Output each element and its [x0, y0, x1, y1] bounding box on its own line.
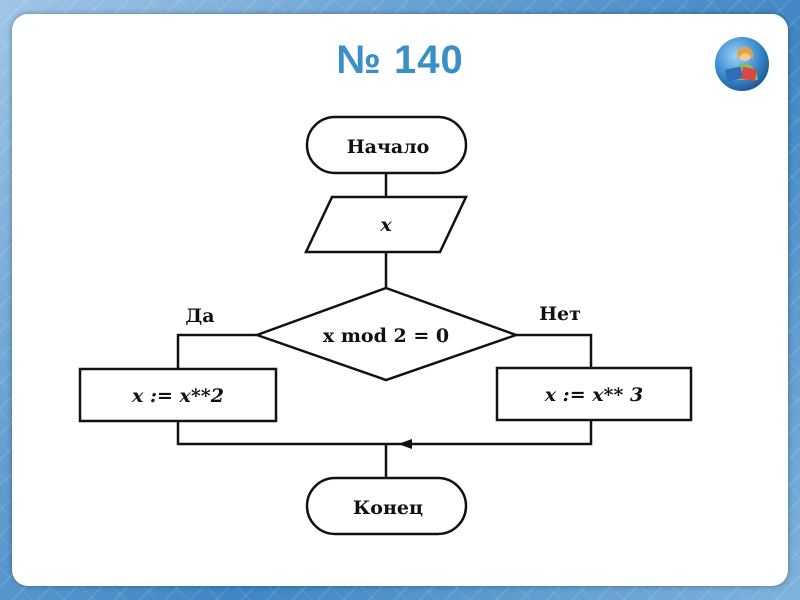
connector-no-branch	[516, 333, 593, 368]
condition-label: x mod 2 = 0	[323, 325, 449, 347]
arrowhead-merge	[398, 439, 412, 449]
input-label: x	[379, 214, 392, 236]
reading-girl-icon	[713, 35, 771, 93]
no-action-node	[495, 366, 693, 422]
start-node	[305, 115, 468, 175]
yes-action-node	[78, 367, 278, 423]
end-label: Конец	[353, 497, 423, 519]
connector-yes-branch	[176, 333, 257, 369]
no-label: Нет	[539, 303, 581, 325]
input-node	[304, 195, 468, 254]
no-action-label: x := x** 3	[544, 384, 644, 406]
connector-no-merge	[386, 420, 593, 446]
slide-title: № 140	[336, 38, 464, 82]
yes-label: Да	[185, 305, 214, 327]
start-label: Начало	[347, 136, 430, 158]
yes-action-label: x := x**2	[131, 385, 224, 407]
end-node	[305, 476, 468, 536]
connector-yes-merge	[176, 421, 386, 446]
condition-node	[253, 286, 520, 382]
